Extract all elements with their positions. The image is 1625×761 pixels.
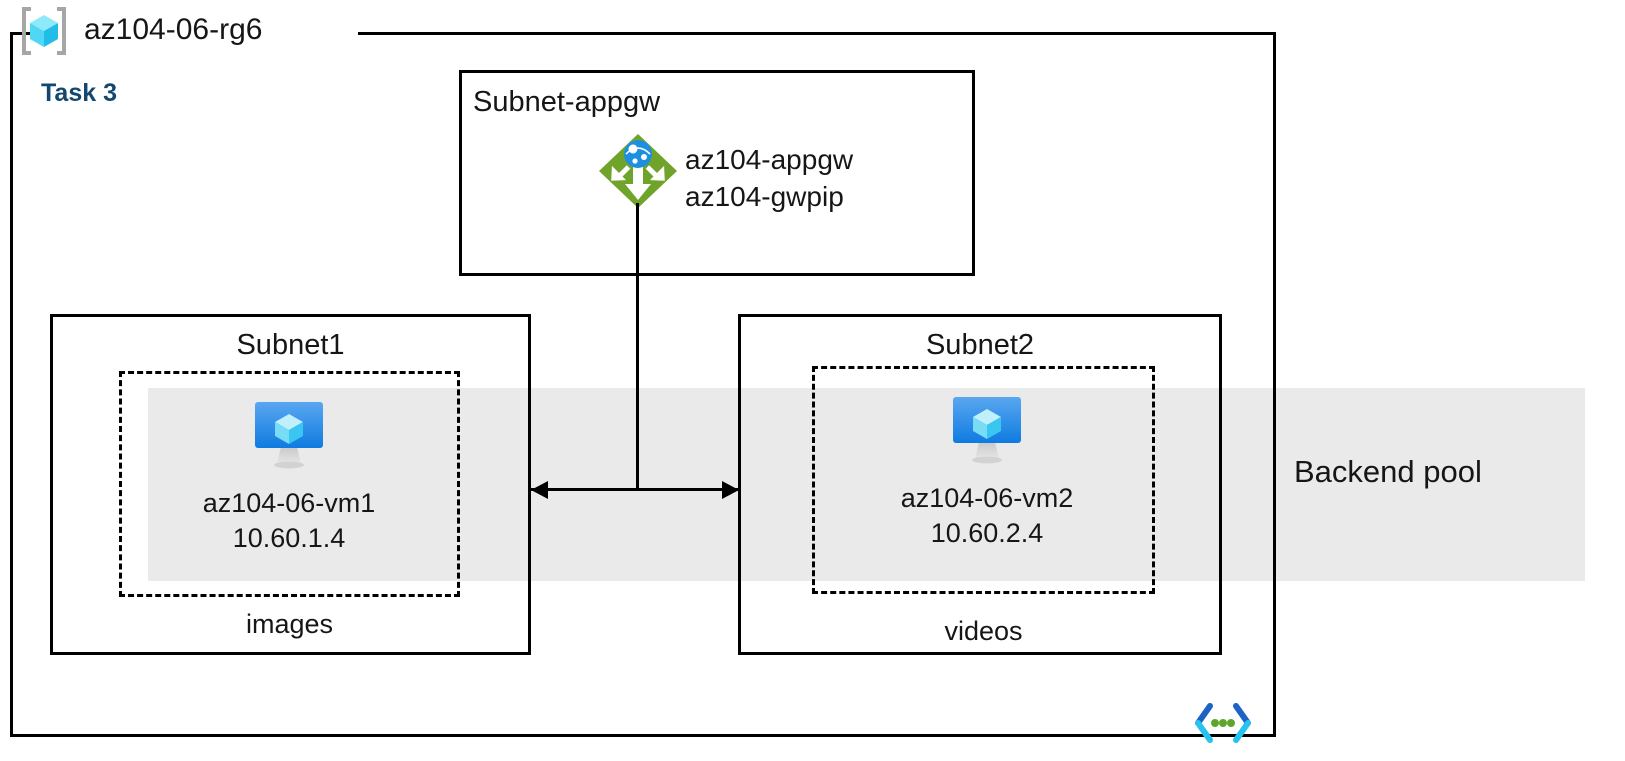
vm2-block: az104-06-vm2 10.60.2.4 (858, 393, 1116, 551)
vm1-name: az104-06-vm1 (202, 488, 376, 518)
backend-pool-band (148, 388, 1585, 581)
subnet2-group-label: videos (944, 616, 1023, 646)
vm2-name: az104-06-vm2 (900, 483, 1074, 513)
resource-group-icon (18, 6, 70, 56)
backend-pool-label: Backend pool (1294, 454, 1482, 489)
application-gateway-icon (597, 132, 679, 210)
resource-group-border-top-left-stub (10, 32, 30, 35)
subnet1-group-boundary (119, 371, 460, 597)
resource-group-border-bottom (10, 734, 1276, 737)
resource-group-name: az104-06-rg6 (84, 13, 263, 46)
application-gateway-labels: az104-appgw az104-gwpip (685, 141, 853, 215)
task-label: Task 3 (41, 79, 117, 107)
resource-group-border-left (10, 32, 13, 737)
subnets-horizontal-connector (531, 488, 739, 491)
vm1-ip: 10.60.1.4 (232, 523, 346, 553)
code-brackets-icon (1194, 700, 1252, 746)
connector-arrow-left (531, 481, 548, 499)
subnet2-group-boundary (812, 366, 1155, 594)
connector-arrow-right (722, 481, 739, 499)
subnet1-title: Subnet1 (236, 329, 345, 361)
resource-group-border-right (1273, 32, 1276, 737)
subnet1-box (50, 314, 531, 655)
subnet1-group-label: images (245, 609, 334, 639)
subnet-appgw-title: Subnet-appgw (473, 86, 661, 118)
vm2-ip: 10.60.2.4 (930, 518, 1044, 548)
appgw-public-ip-name: az104-gwpip (685, 181, 844, 212)
virtual-machine-icon (255, 402, 323, 469)
vm1-block: az104-06-vm1 10.60.1.4 (160, 398, 418, 556)
resource-group-border-top (358, 32, 1276, 35)
subnet2-title: Subnet2 (925, 329, 1035, 361)
gateway-vertical-connector (636, 203, 639, 490)
virtual-machine-icon (953, 397, 1021, 464)
appgw-name: az104-appgw (685, 144, 854, 175)
subnet2-box (738, 314, 1222, 655)
subnet-appgw-box (459, 70, 975, 276)
